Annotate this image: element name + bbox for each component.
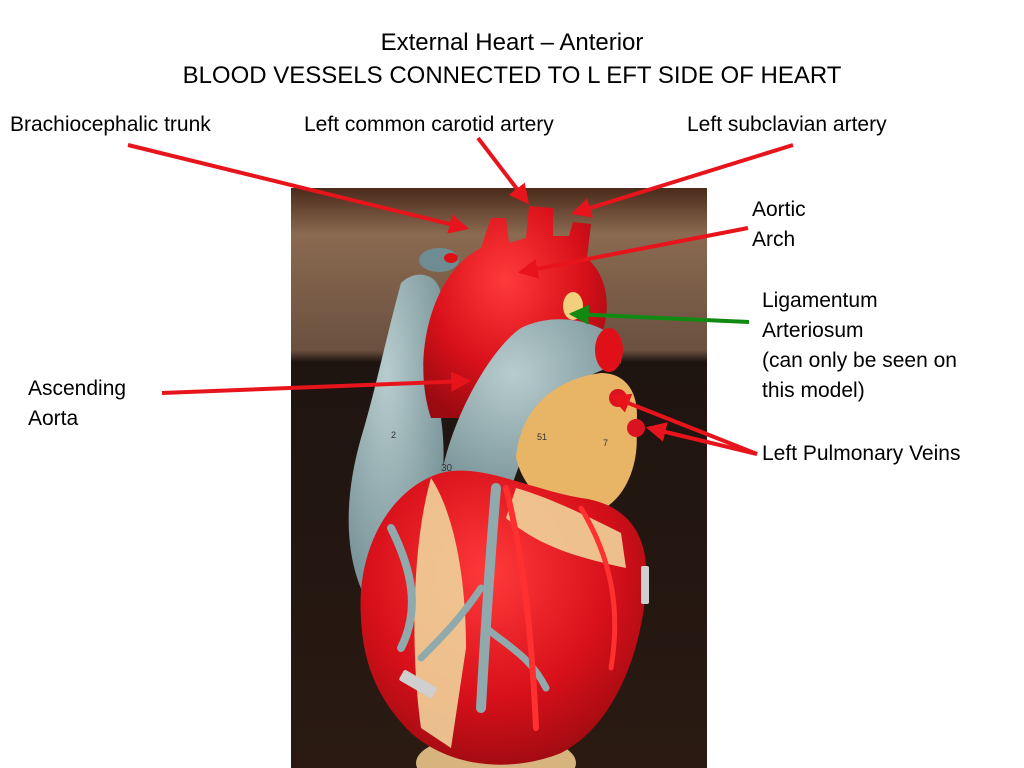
ligamentum-patch — [563, 292, 583, 320]
label-left-common-carotid-artery: Left common carotid artery — [304, 113, 554, 136]
circumflex-artery — [578, 505, 618, 671]
label-aortic-arch-line1: Aortic — [752, 198, 806, 221]
pulmonary-trunk — [441, 319, 621, 502]
pulmonary-vein-1 — [609, 389, 627, 407]
label-aortic-arch: Aortic Arch — [752, 195, 806, 255]
label-brachiocephalic-trunk: Brachiocephalic trunk — [10, 113, 211, 136]
coronary-artery — [503, 485, 539, 731]
label-left-pulmonary-veins: Left Pulmonary Veins — [762, 442, 961, 465]
left-auricle — [516, 373, 637, 514]
label-ascending-aorta-line1: Ascending — [28, 377, 127, 400]
pulmonary-vein-2 — [627, 419, 645, 437]
fat-band-right — [506, 488, 626, 568]
diagram-title: External Heart – Anterior — [380, 29, 644, 56]
vena-cava-red-cap — [444, 253, 458, 263]
model-number-7: 7 — [603, 438, 608, 448]
label-ligamentum-line3: (can only be seen on — [762, 349, 957, 372]
label-ligamentum-line2: Arteriosum — [762, 319, 864, 342]
label-ligamentum-line4: this model) — [762, 379, 865, 402]
fat-band-left — [414, 478, 466, 748]
coronary-vein — [476, 483, 501, 713]
model-clip-right — [641, 566, 649, 604]
label-ligamentum-arteriosum: Ligamentum Arteriosum (can only be seen … — [762, 286, 957, 406]
label-ligamentum-line1: Ligamentum — [762, 289, 878, 312]
label-left-subclavian-artery: Left subclavian artery — [687, 113, 887, 136]
model-number-51: 51 — [537, 432, 547, 442]
model-number-2: 2 — [391, 430, 396, 440]
diagram-subtitle: BLOOD VESSELS CONNECTED TO L EFT SIDE OF… — [182, 62, 842, 89]
coronary-vein-branch-2 — [482, 624, 550, 692]
pulmonary-opening — [595, 328, 623, 372]
model-number-30: 30 — [441, 463, 453, 474]
label-ascending-aorta: Ascending Aorta — [28, 374, 126, 434]
label-aortic-arch-line2: Arch — [752, 228, 796, 251]
model-clip-left — [399, 670, 437, 698]
cardiac-vein-right — [387, 524, 416, 652]
label-ascending-aorta-line2: Aorta — [28, 407, 79, 430]
coronary-vein-branch-1 — [417, 584, 485, 662]
heart-model-photo: 30 51 7 2 — [291, 188, 707, 768]
